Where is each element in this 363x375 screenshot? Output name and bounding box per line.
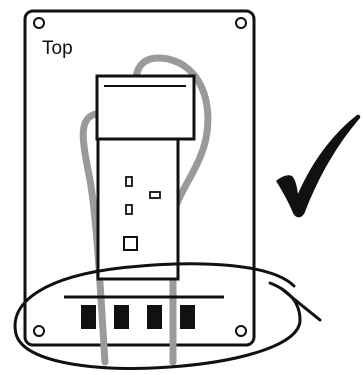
cable-clip-1 — [81, 305, 96, 329]
cable-clip-bar — [64, 295, 224, 329]
right-cable — [132, 54, 212, 366]
power-switch — [123, 236, 138, 251]
screw-hole-bottom-right — [235, 325, 247, 337]
cable-clip-3 — [147, 305, 162, 329]
cable-clip-2 — [114, 305, 129, 329]
highlight-circle-tail — [280, 287, 322, 322]
power-strip — [95, 74, 196, 281]
screw-hole-top-left — [33, 17, 45, 29]
panel-orientation-label: Top — [42, 38, 73, 59]
socket-slot-1 — [125, 176, 133, 187]
socket-slot-earth — [149, 191, 161, 199]
left-cable — [79, 110, 109, 366]
socket-slot-2 — [125, 204, 133, 215]
highlight-circle — [13, 262, 302, 370]
checkmark-icon — [276, 114, 361, 218]
screw-hole-bottom-left — [33, 325, 45, 337]
screw-hole-top-right — [235, 17, 247, 29]
power-strip-body — [96, 137, 180, 281]
power-cables — [79, 54, 212, 366]
cable-clip-4 — [180, 305, 195, 329]
